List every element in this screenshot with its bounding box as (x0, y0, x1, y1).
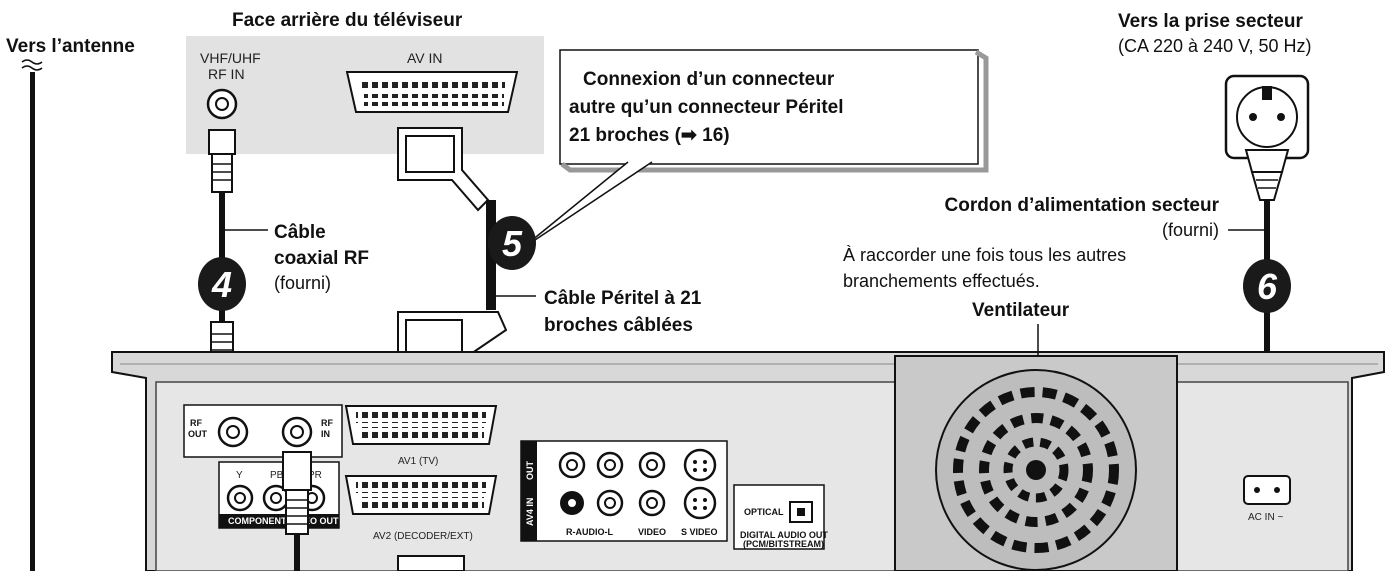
component-video-group: Y PB PR COMPONENT VIDEO OUT (218, 461, 340, 529)
mains-title: Vers la prise secteur (1118, 11, 1303, 32)
coax-label-2: coaxial RF (274, 248, 369, 269)
component-out-label: COMPONENT VIDEO OUT (228, 516, 339, 526)
wall-socket (1224, 74, 1310, 160)
step-badge-4: 4 (198, 257, 246, 311)
mains-spec: (CA 220 à 240 V, 50 Hz) (1118, 36, 1311, 56)
callout-line-3: 21 broches (➡ 16) (569, 125, 730, 146)
tv-vhf-label-1: VHF/UHF (200, 50, 261, 66)
fan-label: Ventilateur (972, 300, 1070, 321)
scart-av2-group: AV2 (DECODER/EXT) (344, 475, 498, 571)
tv-av-in-label: AV IN (407, 50, 443, 66)
callout-line-2: autre qu’un connecteur Péritel (569, 97, 844, 118)
power-cord-supplied: (fourni) (1162, 220, 1219, 240)
mains-label-group: Vers la prise secteur (CA 220 à 240 V, 5… (1118, 11, 1311, 56)
scart-label-2: broches câblées (544, 315, 693, 336)
optical-out-group: OPTICAL DIGITAL AUDIO OUT (PCM/BITSTREAM… (733, 484, 828, 550)
av1-label: AV1 (TV) (398, 456, 438, 467)
out-label: OUT (525, 461, 535, 481)
power-cord-label-group: Cordon d’alimentation secteur (fourni) À… (843, 195, 1220, 291)
antenna-label: Vers l’antenne (6, 36, 135, 57)
power-note-line-2: branchements effectués. (843, 271, 1040, 291)
video-label: VIDEO (638, 527, 666, 537)
digital-out-label-2: (PCM/BITSTREAM) (743, 539, 824, 549)
rf-out-label-1: RF (190, 418, 202, 428)
step-badge-5: 5 (488, 216, 536, 270)
coax-label-1: Câble (274, 222, 326, 243)
fan-group: Ventilateur (894, 300, 1178, 571)
optical-label: OPTICAL (744, 507, 784, 517)
av4in-label: AV4 IN (525, 498, 535, 526)
ac-inlet-socket (1243, 475, 1291, 505)
step-number-5: 5 (502, 223, 523, 264)
power-cord-label: Cordon d’alimentation secteur (945, 195, 1220, 216)
component-pb-label: PB (270, 470, 284, 481)
coax-supplied-label: (fourni) (274, 273, 331, 293)
step-number-4: 4 (211, 264, 232, 305)
av-terminals-group: OUT AV4 IN R-AUDIO-L VIDEO S VIDEO (520, 440, 728, 542)
tv-back-panel: Face arrière du téléviseur VHF/UHF RF IN… (186, 10, 544, 154)
power-note-line-1: À raccorder une fois tous les autres (843, 245, 1126, 265)
av2-label: AV2 (DECODER/EXT) (373, 531, 473, 542)
ac-in-label: AC IN ~ (1248, 512, 1283, 523)
coax-cable-down (282, 451, 312, 571)
callout-box: Connexion d’un connecteur autre qu’un co… (519, 49, 989, 251)
digital-out-label-1: DIGITAL AUDIO OUT (740, 530, 828, 540)
component-pr-label: PR (308, 470, 322, 481)
tv-back-label: Face arrière du téléviseur (232, 10, 463, 31)
coax-cable-label: Câble coaxial RF (fourni) (274, 222, 369, 293)
svideo-label: S VIDEO (681, 527, 718, 537)
antenna-lead: Vers l’antenne (6, 36, 135, 571)
scart-av1-group: AV1 (TV) (344, 405, 498, 467)
tv-vhf-label-2: RF IN (208, 66, 245, 82)
scart-cable-label: Câble Péritel à 21 broches câblées (544, 288, 702, 336)
step-badge-6: 6 (1243, 259, 1291, 313)
audio-lr-label: R-AUDIO-L (566, 527, 613, 537)
rf-terminal-group: RF OUT RF IN (183, 404, 343, 458)
rf-in-label-2: IN (321, 429, 330, 439)
ac-inlet-group: AC IN ~ (1243, 475, 1291, 523)
rf-out-label-2: OUT (188, 429, 208, 439)
callout-line-1: Connexion d’un connecteur (583, 69, 835, 90)
rf-in-label-1: RF (321, 418, 333, 428)
scart-label-1: Câble Péritel à 21 (544, 288, 702, 309)
step-number-6: 6 (1257, 266, 1278, 307)
component-y-label: Y (236, 470, 243, 481)
